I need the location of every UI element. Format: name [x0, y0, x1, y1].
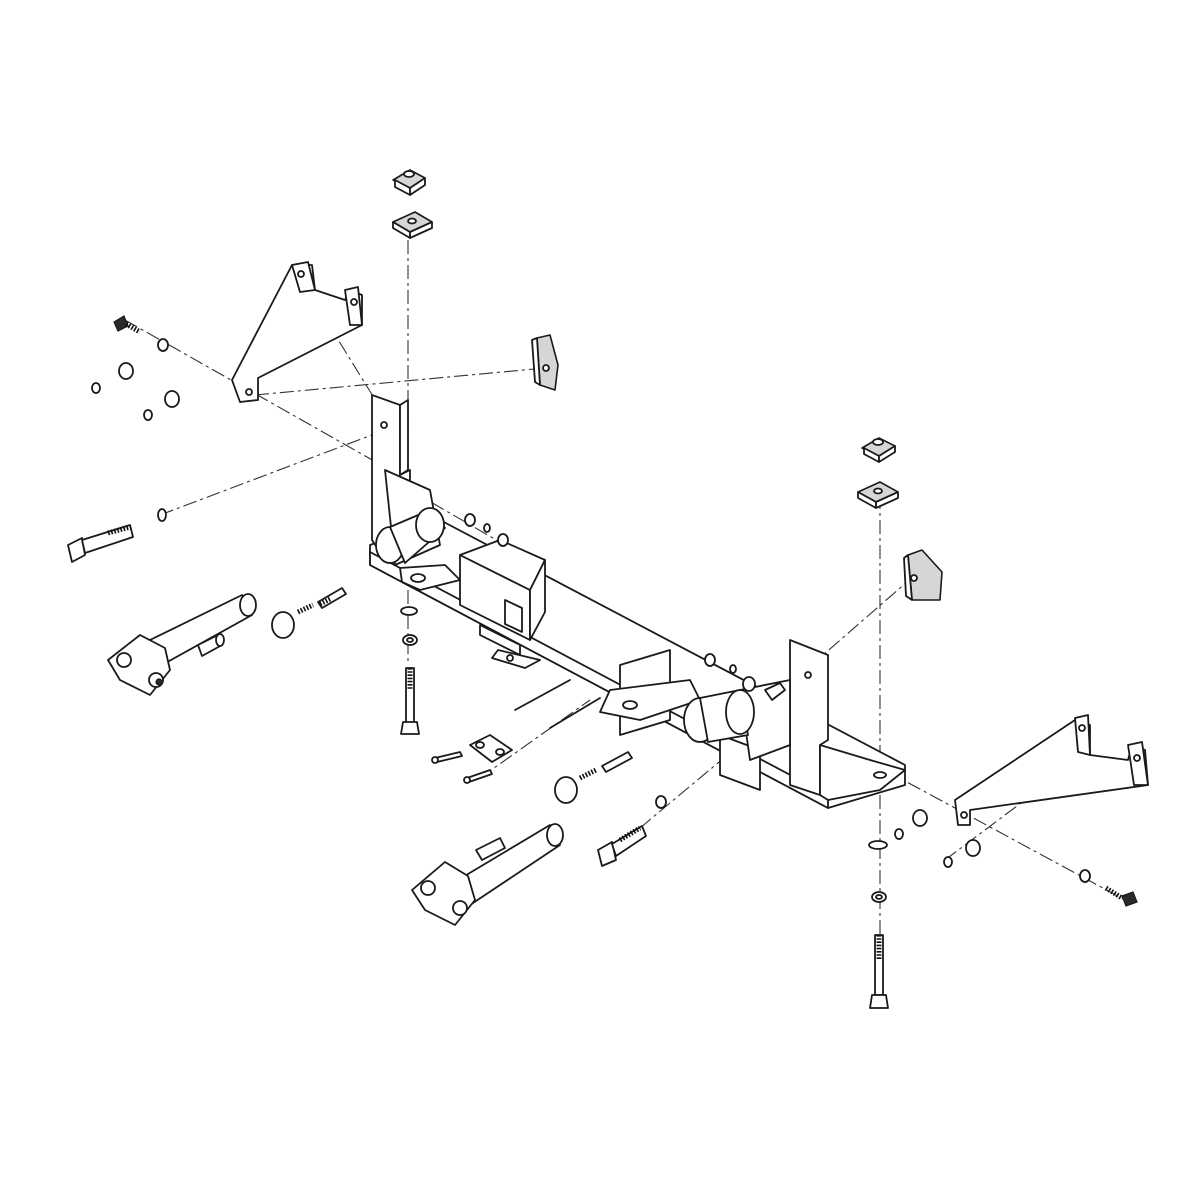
right-nut-washer: [742, 676, 756, 692]
right-tow-arm: [411, 823, 564, 926]
center-line-left-long-bolt: [159, 429, 386, 516]
left-tow-arm: [107, 593, 257, 696]
left-vertical-bolt-head: [400, 721, 420, 735]
left-retaining-ring: [271, 611, 295, 639]
right-spring: [578, 767, 598, 781]
left-lock-nut-2: [143, 409, 153, 421]
right-clevis-pin-hole: [420, 880, 436, 896]
right-safety-pin: [601, 751, 633, 773]
left-vertical-washer: [400, 606, 418, 616]
wiring-bracket-assembly: [431, 679, 601, 784]
left-vertical-bolt-stack: [400, 606, 420, 735]
left-bracket-hardware: [91, 315, 509, 547]
center-mount-plate: [599, 679, 701, 721]
left-mount-tab-right: [344, 286, 363, 326]
left-long-bolt-washer: [157, 508, 167, 522]
left-washer-1: [157, 338, 169, 352]
center-line-wiring-bracket: [479, 699, 591, 779]
right-tow-arm-clevis: [411, 861, 476, 926]
right-mount-tab-top: [1074, 714, 1091, 756]
right-lock-nut-1: [894, 828, 904, 840]
wiring-rod-1: [514, 679, 571, 711]
right-bracket-clip: [764, 682, 786, 701]
right-backing-plate-stack: [857, 437, 899, 509]
right-hex-nut: [704, 653, 716, 667]
right-lock-nut-2: [943, 856, 953, 868]
receiver-opening: [504, 599, 523, 633]
right-tow-arm-sleeve: [475, 837, 506, 861]
left-cap-screw-head: [113, 315, 129, 332]
right-bracket-hardware: [704, 653, 1138, 907]
left-clevis-pin-hole: [116, 652, 132, 668]
left-long-hex-bolt: [67, 508, 167, 563]
right-vertical-washer: [868, 840, 888, 850]
right-long-bolt-washer: [655, 795, 667, 809]
left-hex-nut: [497, 533, 509, 547]
left-mount-plate-body: [231, 264, 363, 403]
center-line-left-spacer: [254, 367, 546, 396]
left-nut-washer: [464, 513, 476, 527]
right-washer-2: [965, 839, 981, 857]
left-vertical-bolt-shank: [405, 667, 415, 724]
left-side-bracket: [371, 394, 461, 591]
right-vertical-bolt-head: [869, 994, 889, 1009]
left-washer-2: [118, 362, 134, 380]
right-retaining-ring: [554, 776, 578, 804]
left-spring: [296, 602, 315, 615]
left-safety-pin: [317, 587, 347, 609]
right-long-bolt-head: [597, 841, 617, 867]
wiring-rod-2: [549, 697, 601, 729]
left-mount-tab-top: [291, 261, 316, 293]
right-vertical-bolt-stack: [868, 840, 889, 1009]
right-vertical-bolt-shank: [874, 934, 884, 996]
left-long-bolt-head: [67, 537, 86, 563]
right-bracket-base: [819, 744, 906, 801]
left-mount-plate: [231, 261, 363, 403]
receiver-tube-end: [529, 559, 546, 641]
wiring-bracket: [469, 734, 513, 763]
right-washer-3: [1079, 869, 1091, 883]
right-mount-plate: [954, 714, 1149, 826]
left-washer-3: [164, 390, 180, 408]
right-washer-1: [912, 809, 928, 827]
left-ear-plate: [399, 564, 461, 591]
left-backing-plate-stack: [392, 169, 433, 239]
right-mount-plate-body: [954, 719, 1149, 826]
right-cap-screw-head: [1121, 891, 1138, 907]
safety-chain-tab: [491, 649, 541, 669]
left-lock-nut-1: [91, 382, 101, 394]
right-mount-tab-right: [1127, 741, 1149, 786]
right-side-bracket: [683, 639, 906, 801]
right-long-hex-bolt: [597, 795, 667, 867]
wiring-bracket-screw-1: [434, 751, 463, 763]
